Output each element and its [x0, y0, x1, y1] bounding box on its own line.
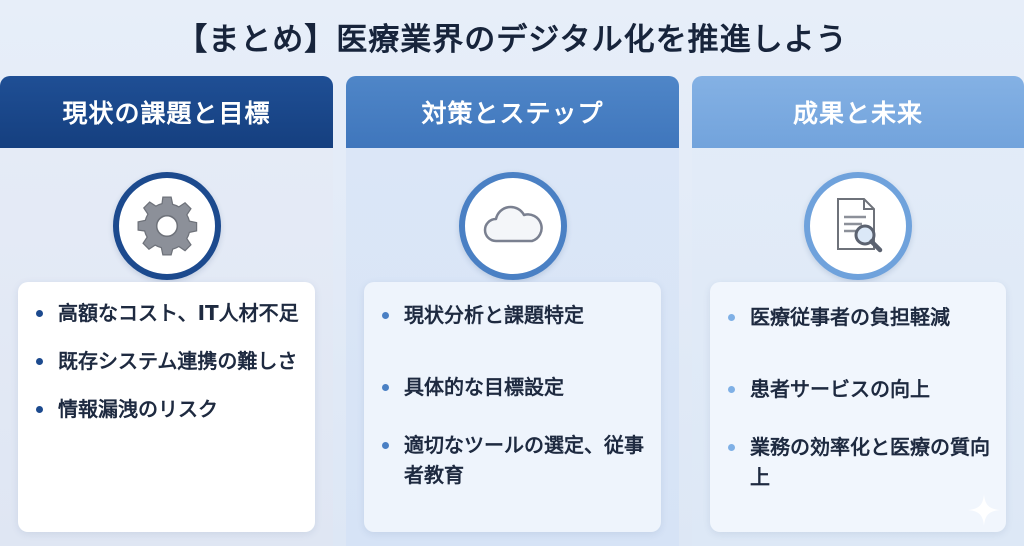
list-item: 患者サービスの向上 — [724, 374, 994, 404]
column-measures-steps: 対策とステップ 現状分析と課題特定 具体的な目標設定 適切なツールの選定、従事者… — [346, 76, 679, 546]
bullet-dot — [382, 312, 389, 319]
measures-card: 現状分析と課題特定 具体的な目標設定 適切なツールの選定、従事者教育 — [364, 282, 661, 532]
sparkle-icon — [968, 494, 1000, 526]
list-item: 業務の効率化と医療の質向上 — [724, 432, 994, 492]
bullet-dot — [36, 358, 43, 365]
column-header: 成果と未来 — [692, 76, 1024, 148]
bullet-dot — [728, 314, 735, 321]
bullet-dot — [728, 386, 735, 393]
document-search-icon — [804, 172, 912, 280]
results-card: 医療従事者の負担軽減 患者サービスの向上 業務の効率化と医療の質向上 — [710, 282, 1006, 532]
column-current-issues: 現状の課題と目標 高額なコスト、IT人材不足 既存システム連携の難しさ 情報漏洩… — [0, 76, 333, 546]
column-header: 対策とステップ — [346, 76, 679, 148]
list-item: 医療従事者の負担軽減 — [724, 302, 994, 332]
measures-list: 現状分析と課題特定 具体的な目標設定 適切なツールの選定、従事者教育 — [378, 300, 649, 490]
list-item: 現状分析と課題特定 — [378, 300, 649, 330]
column-results-future: 成果と未来 医療従事者の負担軽減 患者サービスの向上 業務の効率化と医療の質向上 — [692, 76, 1024, 546]
bullet-dot — [382, 384, 389, 391]
bullet-dot — [36, 310, 43, 317]
bullet-dot — [36, 406, 43, 413]
list-item: 適切なツールの選定、従事者教育 — [378, 430, 649, 490]
page-title: 【まとめ】医療業界のデジタル化を推進しよう — [176, 22, 848, 58]
issues-card: 高額なコスト、IT人材不足 既存システム連携の難しさ 情報漏洩のリスク — [18, 282, 315, 532]
bullet-dot — [382, 442, 389, 449]
list-item: 既存システム連携の難しさ — [32, 346, 303, 376]
cloud-icon — [458, 172, 567, 280]
list-item: 情報漏洩のリスク — [32, 394, 303, 424]
bullet-dot — [728, 444, 735, 451]
column-header: 現状の課題と目標 — [0, 76, 333, 148]
gear-icon — [112, 172, 221, 280]
list-item: 具体的な目標設定 — [378, 372, 649, 402]
issues-list: 高額なコスト、IT人材不足 既存システム連携の難しさ 情報漏洩のリスク — [32, 298, 303, 424]
results-list: 医療従事者の負担軽減 患者サービスの向上 業務の効率化と医療の質向上 — [724, 302, 994, 492]
list-item: 高額なコスト、IT人材不足 — [32, 298, 303, 328]
